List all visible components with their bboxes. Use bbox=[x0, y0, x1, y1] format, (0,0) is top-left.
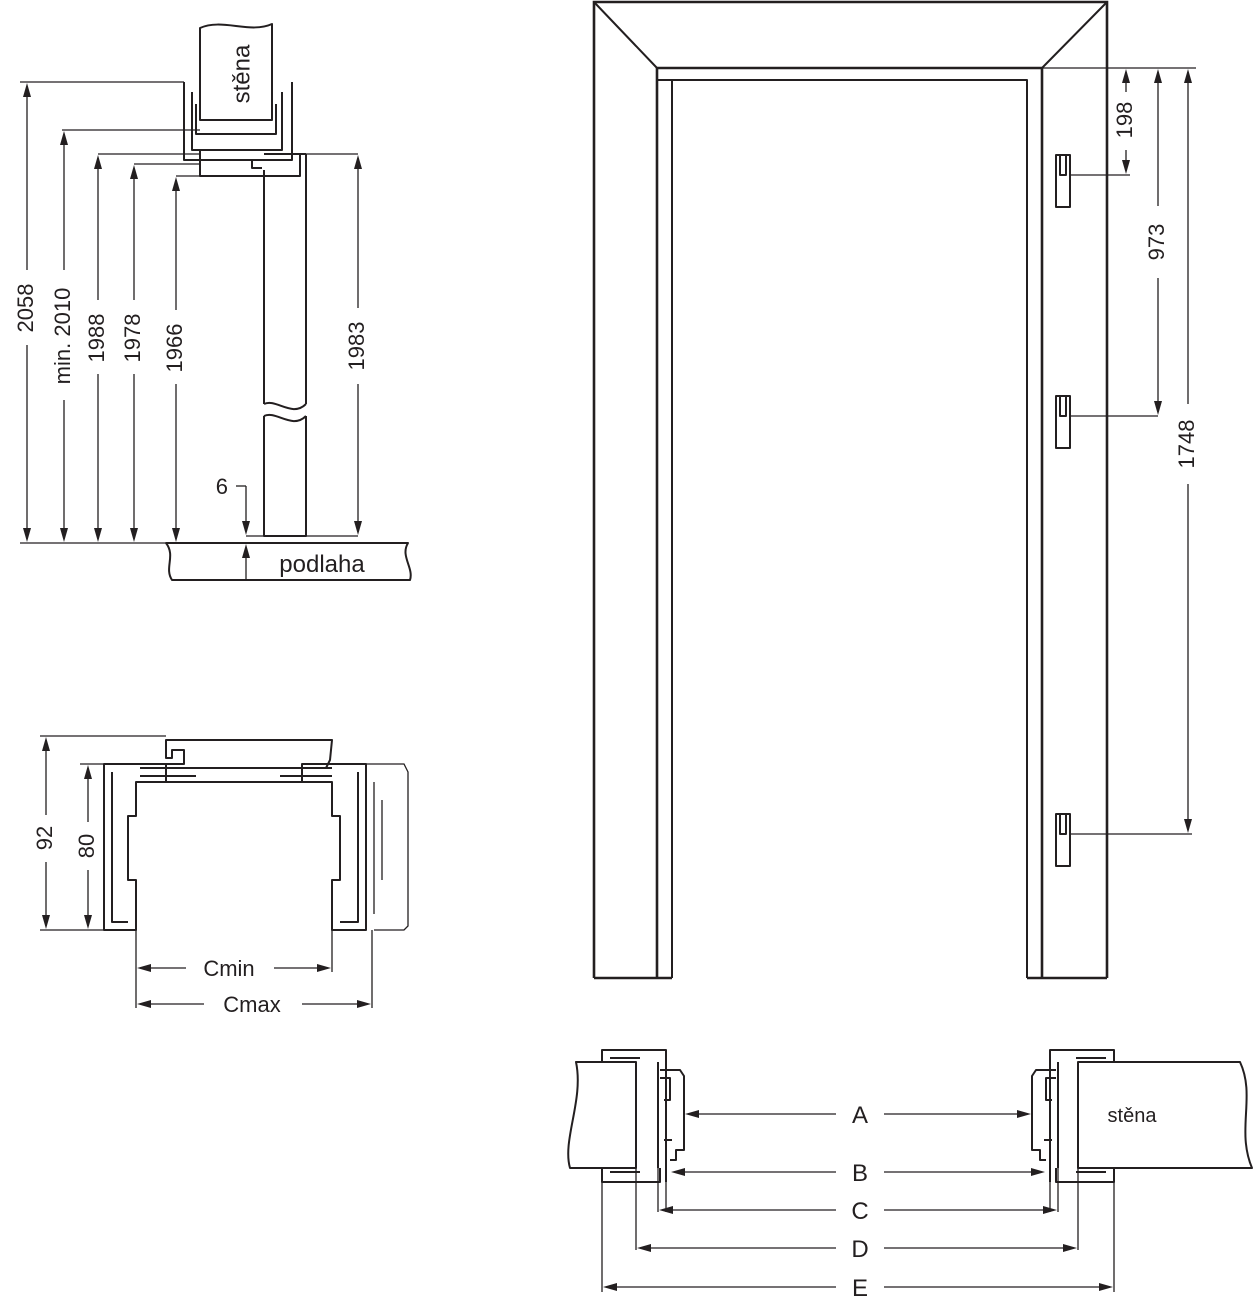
profile-ghost-outline bbox=[360, 763, 409, 931]
dim-cmax-text: Cmax bbox=[223, 992, 280, 1017]
dim-1978: 1978 bbox=[120, 165, 145, 542]
dim-1748-text: 1748 bbox=[1174, 420, 1199, 469]
dim-min2010-text: min. 2010 bbox=[50, 288, 75, 385]
plan-wall-label: stěna bbox=[1108, 1105, 1158, 1127]
dim-2058: 2058 bbox=[13, 83, 38, 542]
dim-92-text: 92 bbox=[32, 826, 57, 850]
hinge-middle bbox=[1055, 395, 1071, 449]
dim-80-text: 80 bbox=[74, 834, 99, 858]
dim-c: C bbox=[659, 1198, 1057, 1225]
dim-1966: 1966 bbox=[162, 177, 187, 542]
dim-1966-text: 1966 bbox=[162, 324, 187, 373]
profile-section: 92 80 Cmin Cmax bbox=[32, 735, 409, 1017]
side-wall-block bbox=[199, 23, 273, 121]
dim-6: 6 bbox=[216, 474, 250, 580]
plan-wall-right bbox=[1077, 1061, 1253, 1169]
door-leaf-lower bbox=[263, 416, 307, 537]
dim-b-text: B bbox=[852, 1160, 868, 1187]
dim-973: 973 bbox=[1144, 69, 1169, 415]
floor-label: podlaha bbox=[279, 551, 365, 578]
frame-inner bbox=[655, 66, 1044, 978]
plan-jamb-right bbox=[1031, 1049, 1115, 1250]
dim-c-text: C bbox=[851, 1198, 868, 1225]
dim-e-text: E bbox=[852, 1275, 868, 1301]
dim-d-text: D bbox=[851, 1236, 868, 1263]
dim-1983-text: 1983 bbox=[344, 322, 369, 371]
dim-b: B bbox=[671, 1160, 1045, 1187]
dim-e: E bbox=[603, 1275, 1113, 1301]
profile-inner-bar bbox=[136, 767, 332, 783]
side-wall-label: stěna bbox=[228, 44, 255, 103]
profile-left-part bbox=[103, 763, 167, 931]
dim-80: 80 bbox=[74, 765, 99, 929]
dim-198: 198 bbox=[1112, 69, 1137, 174]
profile-right-part bbox=[301, 763, 367, 931]
hinge-bottom bbox=[1055, 813, 1071, 867]
hinge-top bbox=[1055, 154, 1071, 208]
frame-elevation: 198 973 1748 bbox=[592, 0, 1199, 980]
dim-1748: 1748 bbox=[1174, 69, 1199, 833]
side-frame-clip bbox=[199, 150, 301, 177]
profile-outer-shape bbox=[165, 739, 333, 769]
door-leaf-break bbox=[263, 401, 307, 423]
dim-cmax: Cmax bbox=[137, 992, 371, 1017]
dim-198-text: 198 bbox=[1112, 102, 1137, 139]
side-frame-profile bbox=[183, 82, 293, 161]
dim-a: A bbox=[685, 1102, 1031, 1129]
dim-cmin-text: Cmin bbox=[203, 956, 254, 981]
dim-min2010: min. 2010 bbox=[50, 131, 75, 542]
dim-1988-text: 1988 bbox=[84, 314, 109, 363]
frame-outer bbox=[592, 0, 1109, 978]
dim-973-text: 973 bbox=[1144, 224, 1169, 261]
dim-cmin: Cmin bbox=[137, 956, 331, 981]
floor-slab bbox=[165, 542, 412, 581]
plan-wall-left bbox=[567, 1061, 637, 1169]
dim-1988: 1988 bbox=[84, 155, 109, 542]
side-section: stěna podlaha 2058 bbox=[13, 23, 412, 581]
door-leaf bbox=[263, 153, 307, 404]
plan-jamb-left bbox=[601, 1049, 685, 1250]
plan-section: stěna A bbox=[567, 1049, 1253, 1301]
dim-2058-text: 2058 bbox=[13, 284, 38, 333]
dim-a-text: A bbox=[852, 1102, 868, 1129]
dim-1983: 1983 bbox=[344, 155, 369, 535]
dim-d: D bbox=[637, 1236, 1077, 1263]
dim-6-text: 6 bbox=[216, 474, 228, 499]
dim-1978-text: 1978 bbox=[120, 314, 145, 363]
dim-92: 92 bbox=[32, 737, 57, 929]
